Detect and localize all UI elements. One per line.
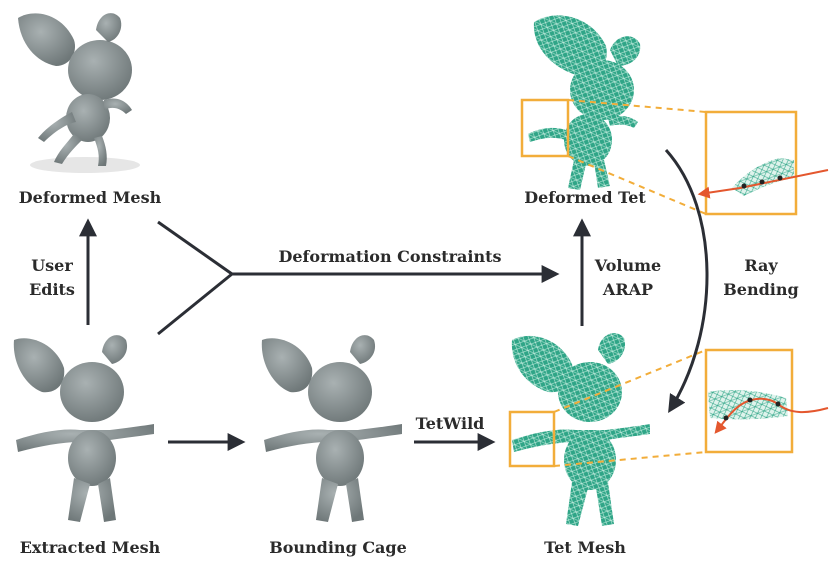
ray-sample-point [723, 415, 729, 421]
extracted-mesh-body [68, 430, 116, 486]
label-ray-bending: Ray Bending [716, 254, 806, 302]
extracted-mesh-figure [13, 335, 154, 522]
label-volume-arap-line1: Volume [594, 256, 662, 275]
deformed-mesh-arm-left [38, 112, 76, 142]
tet-mesh-legs [566, 482, 614, 526]
ray-bending-arrow [664, 148, 709, 414]
bounding-cage-legs [316, 478, 364, 522]
label-bounding-cage: Bounding Cage [269, 538, 407, 557]
deformed-mesh-body [66, 94, 110, 142]
deformed-tet-arm-left [528, 127, 566, 142]
highlight-box-deformed-tet [520, 98, 570, 158]
extracted-mesh-legs [68, 478, 116, 522]
tet-mesh-small-ear [598, 333, 626, 364]
extracted-mesh-small-ear [102, 335, 128, 364]
ray-sample-point [777, 175, 783, 181]
ray-sample-point [741, 183, 747, 189]
label-user-edits-line1: User [31, 256, 73, 275]
bounding-cage-figure [261, 335, 402, 522]
constraint-branch-bottom [157, 272, 233, 336]
zoom-guide-top-upper [567, 99, 707, 113]
constraint-branch-top [157, 220, 233, 276]
label-deformed-mesh: Deformed Mesh [18, 188, 162, 207]
tet-mesh-body [564, 430, 616, 490]
deformed-mesh-arm-right [104, 98, 132, 114]
ray-sample-point [775, 401, 781, 407]
label-deformation-constraints: Deformation Constraints [278, 247, 502, 266]
bounding-cage-small-ear [350, 335, 376, 364]
label-ray-bending-line1: Ray [744, 256, 778, 275]
zoom-guide-bottom-upper [553, 349, 707, 413]
deformed-tet-ear [533, 15, 607, 77]
bounding-cage-head [308, 362, 372, 422]
ray-sample-point [759, 179, 765, 185]
deformed-tet-body [564, 114, 612, 166]
extracted-mesh-ear [13, 338, 65, 393]
bounding-cage-ear [261, 338, 313, 393]
deformed-mesh-figure [18, 13, 140, 173]
zoom-guide-bottom-lower [553, 451, 707, 467]
deformed-tet-small-ear [610, 36, 641, 66]
deformed-tet-legs [568, 160, 610, 190]
zoom-inset-bottom-arm [708, 390, 788, 420]
deformed-tet-arm-right [608, 115, 638, 128]
extracted-mesh-head [60, 362, 124, 422]
highlight-bottom [508, 348, 829, 468]
deformed-mesh-head [68, 40, 132, 100]
label-volume-arap-line2: ARAP [602, 280, 654, 299]
label-extracted-mesh: Extracted Mesh [19, 538, 161, 557]
deformed-mesh-ear [18, 13, 76, 66]
highlight-box-tet-mesh [508, 410, 556, 468]
ray-sample-point [747, 397, 753, 403]
tet-mesh-head [558, 362, 622, 422]
label-ray-bending-line2: Bending [723, 280, 799, 299]
deformed-mesh-small-ear [96, 13, 122, 42]
deformed-mesh-leg-left [54, 134, 82, 164]
deformed-mesh-leg-right [94, 136, 107, 166]
label-tet-mesh: Tet Mesh [544, 538, 626, 557]
deformed-tet-figure [528, 15, 641, 190]
highlight-top [520, 98, 829, 216]
label-deformed-tet: Deformed Tet [524, 188, 646, 207]
zoom-guide-top-lower [567, 155, 707, 215]
deformed-tet-head [570, 60, 634, 120]
zoom-inset-bottom-ray [714, 397, 829, 434]
deformed-mesh-shadow [30, 157, 140, 173]
label-volume-arap: Volume ARAP [588, 254, 668, 302]
label-user-edits: User Edits [22, 254, 82, 302]
tet-mesh-figure [511, 333, 650, 526]
label-user-edits-line2: Edits [29, 280, 75, 299]
label-tetwild: TetWild [415, 414, 485, 433]
bounding-cage-body [316, 430, 364, 486]
tet-mesh-ear [511, 335, 573, 393]
